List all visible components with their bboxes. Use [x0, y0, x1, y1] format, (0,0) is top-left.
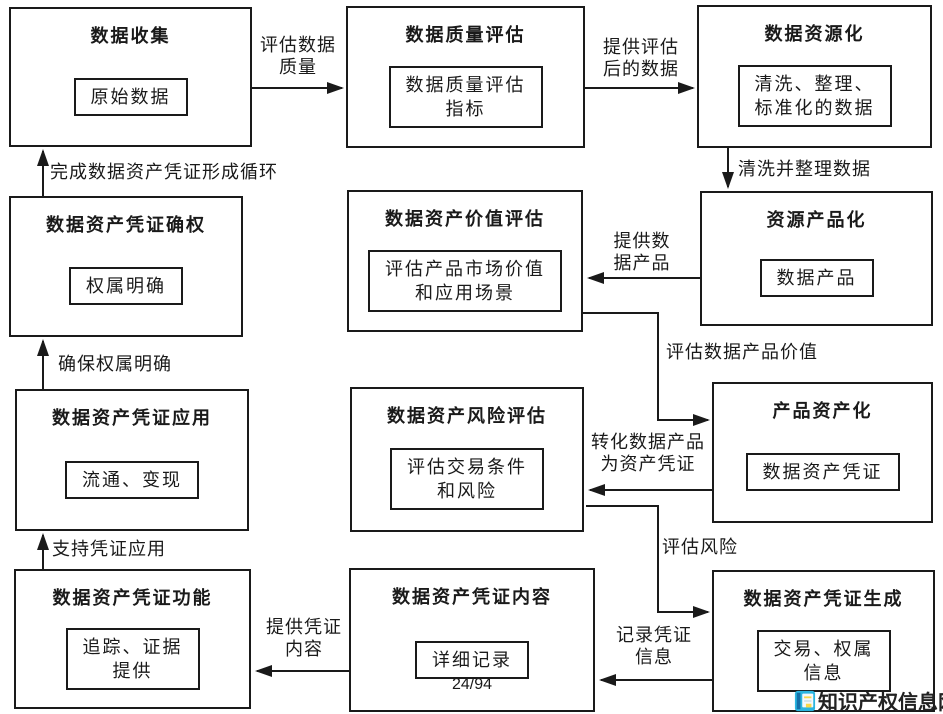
inner-box: 原始数据 [73, 77, 188, 116]
edge-label-convert-to-asset-certificate: 转化数据产品 为资产凭证 [591, 432, 705, 474]
box-title: 数据资产价值评估 [385, 209, 545, 229]
box-title: 数据资源化 [764, 24, 865, 44]
edge-label-provide-data-product: 提供数 据产品 [613, 231, 671, 273]
inner-box: 数据质量评估 指标 [388, 65, 543, 128]
inner-box: 流通、变现 [65, 460, 199, 499]
box-title: 资源产品化 [766, 210, 867, 230]
inner-box: 清洗、整理、 标准化的数据 [737, 65, 892, 127]
box-certificate-function: 数据资产凭证功能 追踪、证据 提供 [14, 569, 251, 709]
box-data-quality-evaluation: 数据质量评估 数据质量评估 指标 [346, 6, 585, 148]
edge-label-assess-risk: 评估风险 [662, 537, 738, 557]
box-certificate-confirmation: 数据资产凭证确权 权属明确 [9, 196, 243, 337]
edge-label-support-certificate-application: 支持凭证应用 [52, 539, 166, 559]
edge-label-complete-certificate-cycle: 完成数据资产凭证形成循环 [50, 162, 278, 182]
box-data-collection: 数据收集 原始数据 [9, 7, 252, 147]
inner-box: 数据资产凭证 [745, 453, 900, 491]
box-product-capitalization: 产品资产化 数据资产凭证 [712, 382, 933, 523]
edge-label-ensure-clear-ownership: 确保权属明确 [58, 354, 172, 374]
box-title: 产品资产化 [772, 401, 873, 421]
arrow-value-to-capitalization [583, 312, 710, 426]
box-certificate-application: 数据资产凭证应用 流通、变现 [15, 389, 249, 531]
edge-label-clean-and-organize-data: 清洗并整理数据 [738, 159, 871, 179]
box-value-assessment: 数据资产价值评估 评估产品市场价值 和应用场景 [347, 190, 583, 332]
box-title: 数据资产风险评估 [387, 406, 547, 426]
box-title: 数据资产凭证功能 [52, 588, 213, 608]
box-resource-productization: 资源产品化 数据产品 [700, 191, 933, 326]
arrow-risk-to-generation [586, 505, 710, 618]
inner-box: 评估交易条件 和风险 [390, 448, 544, 510]
box-certificate-content: 数据资产凭证内容 详细记录 [349, 568, 595, 712]
edge-label-provide-certificate-content: 提供凭证 内容 [266, 617, 342, 659]
box-title: 数据资产凭证生成 [743, 589, 904, 609]
inner-box: 评估产品市场价值 和应用场景 [368, 249, 562, 312]
box-title: 数据质量评估 [405, 25, 526, 45]
edge-label-assess-data-quality: 评估数据 质量 [260, 35, 336, 77]
box-risk-assessment: 数据资产风险评估 评估交易条件 和风险 [350, 387, 584, 532]
inner-box: 详细记录 [415, 640, 529, 679]
watermark: 知识产权信息网 [794, 686, 943, 714]
box-certificate-generation: 数据资产凭证生成 交易、权属 信息 [712, 570, 935, 712]
inner-box: 权属明确 [69, 267, 183, 305]
inner-box: 数据产品 [759, 259, 874, 297]
inner-box: 交易、权属 信息 [756, 629, 891, 692]
edge-label-provide-evaluated-data: 提供评估 后的数据 [603, 37, 679, 79]
inner-box: 追踪、证据 提供 [65, 627, 200, 690]
book-icon [794, 690, 816, 711]
box-data-resourcization: 数据资源化 清洗、整理、 标准化的数据 [697, 5, 932, 148]
box-title: 数据资产凭证内容 [392, 587, 552, 607]
page-number: 24/94 [451, 676, 493, 693]
box-title: 数据资产凭证应用 [52, 408, 212, 428]
box-title: 数据资产凭证确权 [46, 215, 206, 235]
edge-label-assess-data-product-value: 评估数据产品价值 [666, 342, 818, 362]
box-title: 数据收集 [90, 26, 171, 46]
watermark-text: 知识产权信息网 [818, 692, 943, 714]
edge-label-record-certificate-info: 记录凭证 信息 [616, 625, 692, 667]
